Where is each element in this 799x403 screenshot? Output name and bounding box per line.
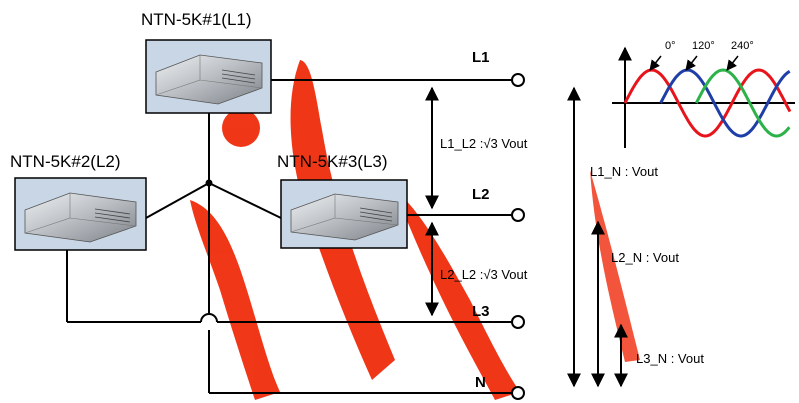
unit2-title: NTN-5K#2(L2) (10, 152, 121, 171)
terminals (511, 73, 525, 400)
terminal-l3 (511, 315, 525, 329)
label-l3-n: L3_N : Vout (636, 351, 704, 366)
terminal-label-l1: L1 (472, 49, 490, 66)
psu-unit-2 (14, 177, 147, 251)
neutral-junction-dot (205, 179, 213, 187)
terminal-label-l3: L3 (472, 303, 490, 320)
label-l1-n: L1_N : Vout (590, 164, 658, 179)
unit3-title: NTN-5K#3(L3) (277, 152, 388, 171)
phase-label-240: 240° (731, 40, 754, 52)
terminal-l2 (511, 208, 525, 222)
pointer-120deg (685, 55, 698, 71)
pointer-240deg (726, 55, 739, 71)
pointer-0deg (649, 55, 662, 71)
label-l1-l2: L1_L2 :√3 Vout (440, 136, 528, 151)
phase-label-0: 0° (665, 40, 676, 52)
wiring (66, 79, 512, 394)
label-l2-n: L2_N : Vout (611, 250, 679, 265)
measurement-arrows (425, 86, 628, 388)
terminal-label-n: N (475, 374, 486, 391)
psu-unit-1 (145, 39, 272, 114)
terminal-l1 (511, 73, 525, 87)
terminal-label-l2: L2 (472, 186, 490, 203)
unit1-title: NTN-5K#1(L1) (141, 10, 252, 29)
phase-label-120: 120° (692, 40, 715, 52)
phase-wave-blue (659, 68, 791, 138)
psu-unit-3 (280, 179, 408, 249)
phase-wave-green (694, 68, 791, 138)
phase-waveform (612, 46, 795, 148)
label-l2-l2: L2_L2 :√3 Vout (440, 267, 528, 282)
terminal-n (511, 386, 525, 400)
